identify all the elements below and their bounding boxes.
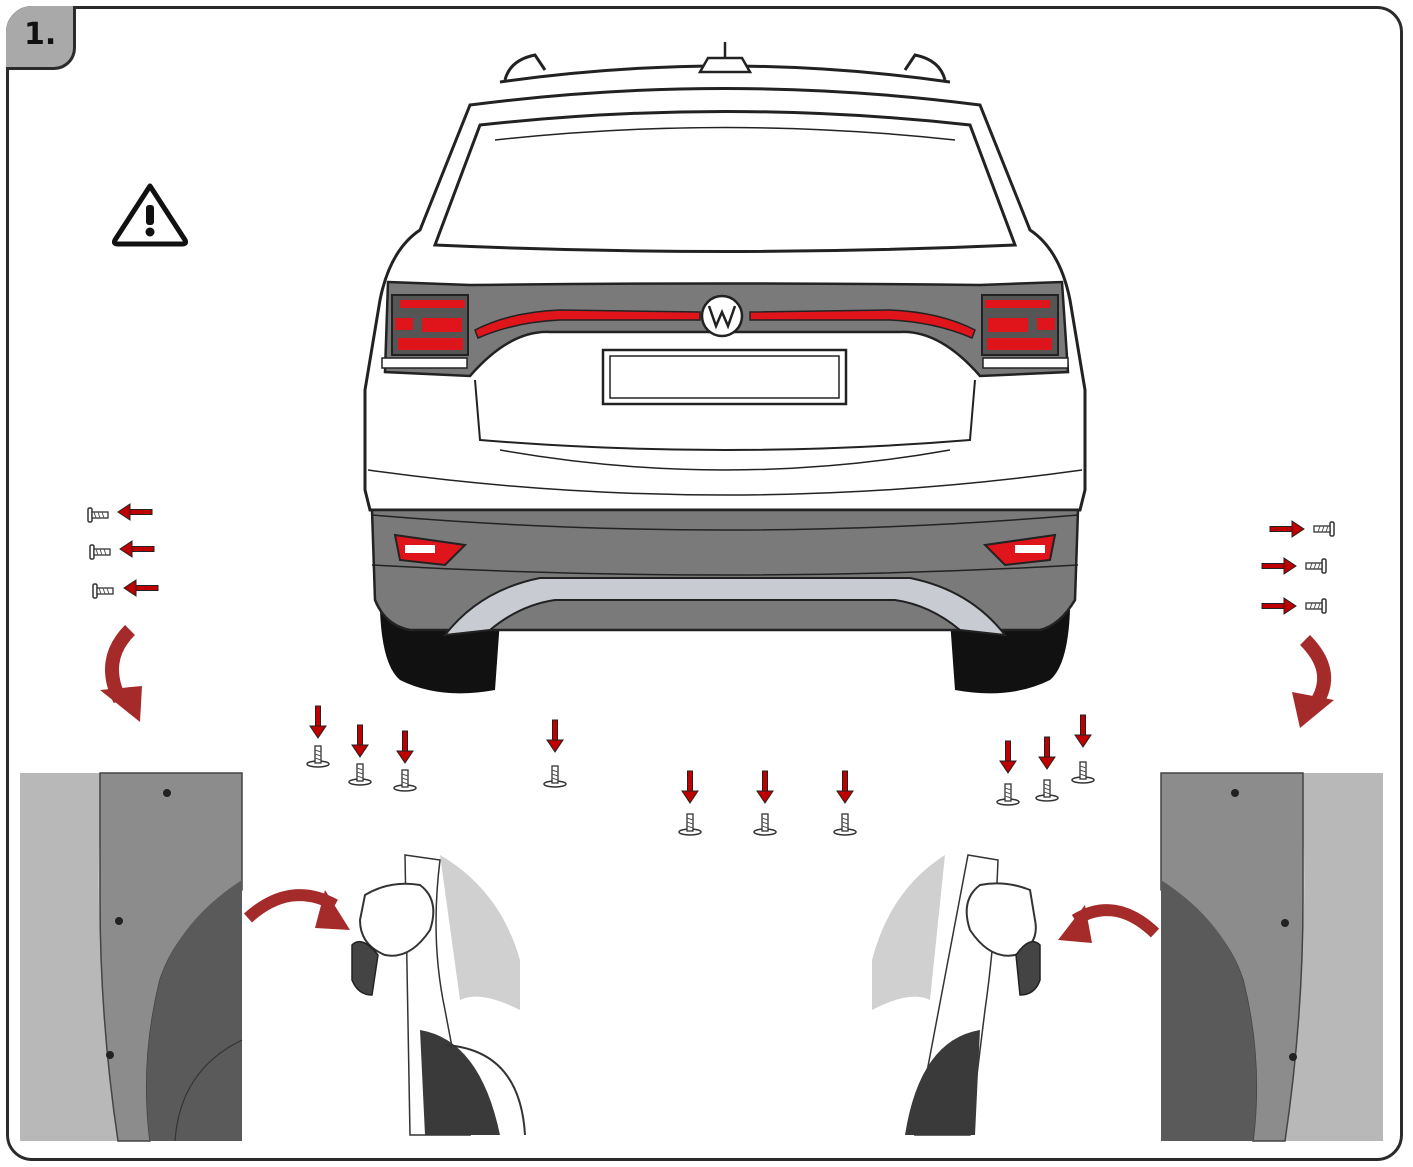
screw-icon: [306, 745, 330, 768]
screw-icon: [543, 765, 567, 788]
arrow-down-icon: [546, 719, 564, 753]
screw-icon: [1035, 779, 1059, 802]
screw-icon: [92, 583, 114, 599]
arrow-down-icon: [681, 770, 699, 804]
arrow-down-icon: [396, 730, 414, 764]
roof-antenna: [697, 56, 753, 74]
screw-icon: [1313, 521, 1335, 537]
arrow-right-icon: [1261, 597, 1297, 615]
underside-screws: [306, 705, 1095, 836]
arrow-down-icon: [1038, 736, 1056, 770]
screw-icon: [393, 769, 417, 792]
screw-icon: [1071, 761, 1095, 784]
arrow-left-icon: [119, 540, 155, 558]
arrow-right-icon: [1261, 557, 1297, 575]
arrow-down-icon: [836, 770, 854, 804]
screw-icon: [753, 813, 777, 836]
left-wheel-arch-detail: [20, 772, 243, 1142]
arrow-down-icon: [351, 724, 369, 758]
arrow-right-icon: [1269, 520, 1305, 538]
step-number-tab: [6, 6, 76, 70]
roof-rail-right: [903, 53, 947, 81]
right-taillight: [981, 294, 1069, 369]
warning-icon: [111, 183, 189, 247]
screw-icon: [348, 763, 372, 786]
curved-arrow-head: [1058, 905, 1092, 943]
screw-icon: [1305, 558, 1327, 574]
right-side-screws: [1261, 520, 1335, 615]
left-side-screws: [87, 503, 159, 599]
skid-plate: [442, 577, 1008, 637]
curved-arrow-head: [100, 686, 142, 722]
screw-icon: [678, 813, 702, 836]
step-number: 1.: [24, 17, 57, 52]
left-hand-mudflap-detail: [351, 854, 526, 1136]
license-plate: [601, 348, 848, 406]
left-taillight: [381, 294, 469, 369]
screw-icon: [1305, 598, 1327, 614]
arrow-down-icon: [1074, 714, 1092, 748]
arrow-down-icon: [756, 770, 774, 804]
screw-icon: [833, 813, 857, 836]
arrow-down-icon: [999, 740, 1017, 774]
arrow-left-icon: [123, 579, 159, 597]
diagram-frame: [6, 6, 1403, 1161]
screw-icon: [89, 544, 111, 560]
brand-badge: [700, 294, 744, 338]
arrow-left-icon: [117, 503, 153, 521]
curved-arrow-head: [1292, 692, 1334, 728]
screw-icon: [996, 783, 1020, 806]
curved-arrow-head: [315, 890, 350, 930]
car-rear-view: [363, 42, 1087, 694]
screw-icon: [87, 507, 109, 523]
right-hand-mudflap-detail: [872, 854, 1041, 1136]
roof-rail-left: [503, 53, 547, 81]
curved-arrow-icon: [1299, 635, 1332, 704]
arrow-down-icon: [309, 705, 327, 739]
rear-window: [432, 110, 1018, 253]
right-wheel-arch-detail: [1160, 772, 1383, 1142]
